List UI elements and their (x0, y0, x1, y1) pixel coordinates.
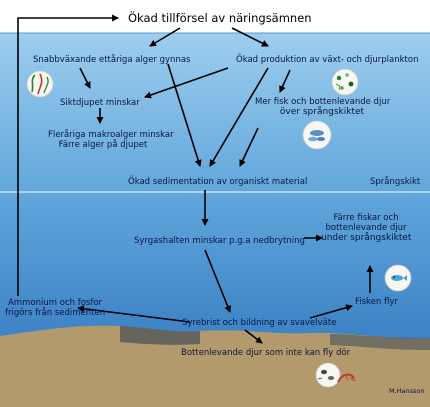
algae-icon (26, 70, 54, 98)
label-macroalgae-line2: Färre alger på djupet (58, 140, 148, 150)
label-secchi: Siktdjupet minskar (60, 98, 140, 108)
label-ammonium-line2: frigörs från sedimenten (5, 308, 106, 318)
arrow-plankton-to-secchi (144, 67, 229, 99)
shrimp-icon (337, 373, 357, 383)
label-top-nutrients: Ökad tillförsel av näringsämnen (128, 11, 312, 25)
label-plankton: Ökad produktion av växt- och djurplankto… (236, 55, 419, 65)
fish-deep-icon (384, 264, 412, 292)
label-fewer-fish-line3: under språngskiktet (321, 233, 412, 243)
arrow-algae-to-sedimentation (167, 63, 202, 167)
plankton-icon (331, 68, 359, 96)
benthic-animals-icon (315, 362, 357, 388)
zooplankton-icon (302, 120, 332, 150)
arrow-oxygen-to-anoxia (204, 249, 232, 313)
label-oxygen: Syrgashalten minskar p.g.a nedbrytning (134, 236, 305, 246)
label-ammonium: Ammonium och fosfor frigörs från sedimen… (5, 298, 105, 318)
label-macroalgae: Fleråriga makroalger minskar Färre alger… (48, 130, 174, 150)
arrow-algae-to-secchi (79, 67, 91, 89)
sediment-shadow-right (330, 334, 430, 350)
arrow-recycle-loop (17, 14, 119, 296)
label-fewer-fish-line2: bottenlevande djur (325, 223, 407, 233)
arrow-anoxia-to-fish-flee (309, 304, 353, 319)
label-thermocline: Språngskikt (370, 177, 421, 187)
label-more-fish-line1: Mer fisk och bottenlevande djur (255, 97, 391, 107)
label-benthic-die: Bottenlevande djur som inte kan fly dör (181, 348, 351, 358)
arrow-plankton-to-fish (279, 69, 291, 93)
sediment-bed (0, 325, 430, 407)
arrow-plankton-to-sedimentation (209, 67, 269, 167)
arrow-anoxia-to-benthic (244, 329, 263, 344)
label-fewer-fish: Färre fiskar och bottenlevande djur unde… (321, 213, 411, 243)
label-ammonium-line1: Ammonium och fosfor (8, 298, 103, 308)
label-fewer-fish-line1: Färre fiskar och (333, 213, 399, 223)
label-more-fish-line2: över språngskiktet (279, 107, 365, 117)
arrow-anoxia-to-ammonium (77, 305, 191, 323)
label-more-fish: Mer fisk och bottenlevande djur över spr… (255, 97, 391, 117)
sediment-shadow (120, 326, 200, 345)
label-fish-flee: Fisken flyr (355, 297, 398, 307)
arrows (17, 14, 374, 344)
label-credit: M.Hansson (389, 387, 425, 395)
arrow-top-to-plankton (231, 27, 269, 47)
label-anoxia: Syrebrist och bildning av svavelväte (182, 318, 337, 328)
arrow-top-to-algae (149, 27, 181, 47)
arrow-fish-to-sedimentation (239, 127, 259, 167)
label-sedimentation: Ökad sedimentation av organiskt material (128, 177, 308, 187)
label-macroalgae-line1: Fleråriga makroalger minskar (48, 130, 174, 140)
label-fast-algae: Snabbväxande ettåriga alger gynnas (33, 55, 191, 65)
